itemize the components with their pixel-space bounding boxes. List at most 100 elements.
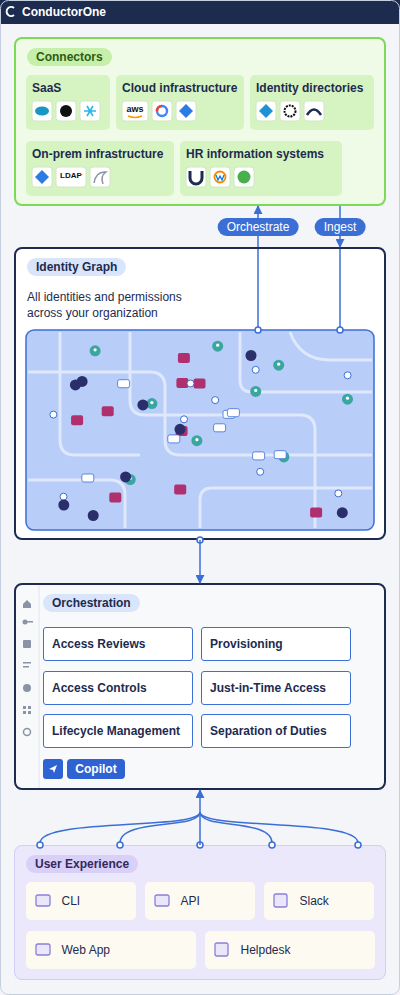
bamboo-icon — [238, 171, 251, 184]
sidebar-icon — [23, 662, 31, 664]
mysql-icon — [94, 172, 106, 184]
ux-icons — [36, 894, 287, 956]
box-label: Helpdesk — [241, 943, 291, 957]
icon-tile — [256, 101, 276, 121]
azure-icon — [35, 170, 49, 184]
map-icon-shape — [246, 350, 257, 361]
icon-tile — [90, 167, 110, 187]
map-icon-shape — [82, 474, 94, 482]
map-icon-shape — [88, 510, 99, 521]
decor — [37, 842, 361, 848]
icon-tile — [210, 167, 230, 187]
icon-tile — [32, 101, 52, 121]
map-icon — [118, 380, 130, 388]
map-icon — [250, 386, 261, 397]
sidebar-divider — [39, 585, 40, 788]
fan-dot — [269, 842, 275, 848]
map-ground — [26, 330, 374, 530]
icon-tile — [80, 101, 100, 121]
map-icon — [310, 507, 322, 517]
map-icon — [175, 424, 186, 435]
section-heading: Identity Graph — [27, 258, 126, 276]
map-icon — [212, 341, 223, 352]
header-bar — [0, 0, 400, 24]
road — [240, 332, 372, 392]
icon-tile — [176, 101, 196, 121]
map-icon-shape — [150, 401, 153, 404]
map-icon-shape — [337, 507, 348, 518]
map-icon — [50, 411, 57, 418]
map-icon — [212, 397, 219, 404]
map-icon-shape — [90, 345, 101, 356]
cli-icon — [36, 895, 50, 906]
section-heading: Connectors — [27, 48, 112, 66]
home-icon — [23, 600, 31, 608]
map-icon — [174, 485, 186, 495]
icon-tile — [280, 101, 300, 121]
map-icon-shape — [346, 397, 349, 400]
link-dot — [337, 327, 343, 333]
azure-icon — [179, 104, 193, 118]
map-icon — [71, 415, 83, 425]
map-icon-shape — [191, 435, 202, 446]
map-icon — [337, 507, 348, 518]
fan-line — [200, 812, 272, 843]
map-icon — [252, 366, 259, 373]
identity-map — [26, 330, 374, 530]
map-icon-shape — [102, 406, 114, 416]
entra-icon — [259, 104, 273, 118]
map-icon-shape — [181, 416, 188, 423]
map-icon — [273, 360, 284, 371]
key-icon — [27, 621, 33, 623]
box-label: Just-in-Time Access — [210, 681, 326, 695]
sidebar-icon — [28, 711, 31, 714]
github-icon — [60, 105, 72, 117]
map-icon-shape — [342, 394, 353, 405]
copilot-button: Copilot — [67, 759, 125, 779]
map-icon-shape — [175, 424, 186, 435]
map-icon — [109, 493, 121, 503]
map-icon — [90, 345, 101, 356]
api-icon — [155, 895, 169, 906]
workday-icon — [216, 175, 224, 180]
capability-box: Access Controls — [43, 671, 193, 705]
webapp-icon — [36, 944, 50, 955]
capability-box: Access Reviews — [43, 627, 193, 661]
map-icon — [168, 435, 180, 443]
gcp-icon — [157, 106, 167, 116]
map-icon-shape — [77, 376, 88, 387]
map-icon — [253, 452, 265, 460]
icon-tile — [56, 167, 86, 187]
map-icon-shape — [60, 493, 67, 500]
map-icon — [58, 500, 69, 511]
box-label: Copilot — [75, 762, 116, 776]
ping-icon — [307, 110, 321, 116]
map-icon — [274, 451, 286, 459]
sidebar-icon — [23, 666, 29, 668]
graph-links — [197, 249, 343, 543]
sidebar-icon — [23, 684, 31, 692]
map-icon — [246, 350, 257, 361]
link-line — [339, 249, 341, 330]
map-icon-shape — [174, 485, 186, 495]
map-icon-shape — [254, 389, 257, 392]
map-icon-shape — [137, 399, 148, 410]
map-icon-shape — [227, 409, 239, 417]
box-label: Access Controls — [52, 681, 147, 695]
map-icon — [344, 372, 351, 379]
connector-arrow — [199, 790, 201, 845]
sidebar-icon — [23, 711, 26, 714]
copilot-icon — [49, 765, 57, 773]
edge-label: Orchestrate — [218, 218, 299, 236]
map-icon-shape — [310, 507, 322, 517]
logo — [7, 7, 14, 16]
section-panel: User ExperienceCLIAPISlackWeb AppHelpdes… — [14, 845, 386, 980]
connector-arrow — [199, 540, 201, 583]
map-icon — [194, 378, 206, 388]
capability-box: Separation of Duties — [201, 714, 351, 748]
map-icon — [257, 468, 264, 475]
fan-dot — [117, 842, 123, 848]
hr-icon — [190, 171, 202, 184]
box-label: Lifecycle Management — [52, 724, 180, 738]
